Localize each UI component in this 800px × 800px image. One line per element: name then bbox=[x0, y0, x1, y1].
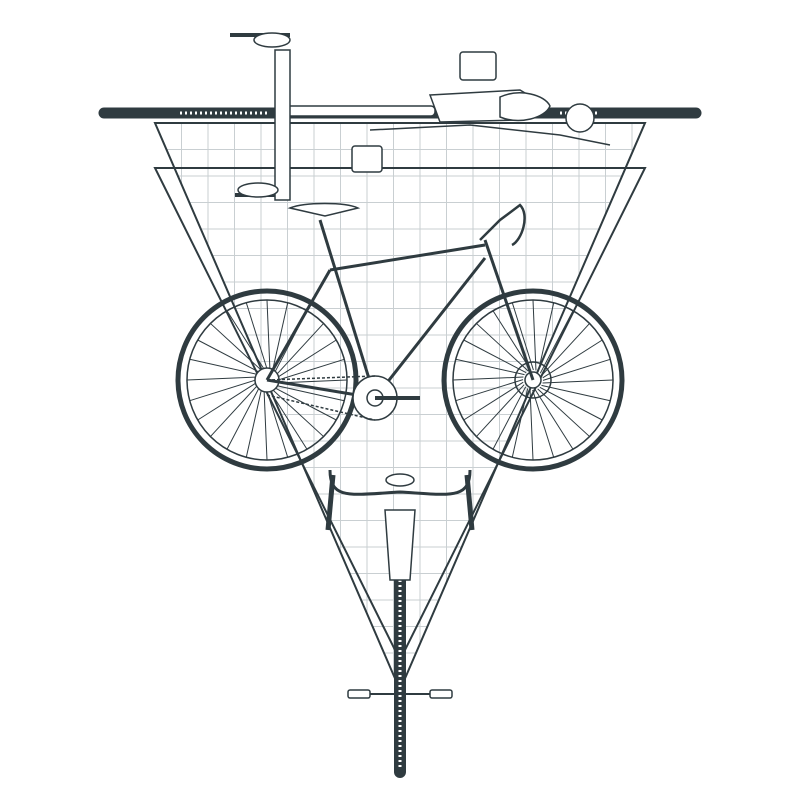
spoke bbox=[476, 384, 525, 437]
spoke bbox=[197, 339, 261, 374]
spoke bbox=[273, 386, 337, 421]
spoke bbox=[511, 302, 534, 371]
rear-wheel bbox=[175, 288, 359, 472]
spoke bbox=[539, 310, 574, 374]
outer-triangle bbox=[153, 122, 647, 693]
spoke bbox=[263, 389, 268, 461]
frame bbox=[265, 219, 535, 400]
spoke bbox=[226, 310, 266, 371]
spoke bbox=[452, 376, 524, 381]
spoke bbox=[511, 388, 529, 458]
inner-triangle bbox=[153, 167, 647, 663]
spoke bbox=[541, 384, 611, 402]
spoke bbox=[276, 339, 337, 379]
spoke bbox=[476, 323, 529, 372]
spoke bbox=[532, 299, 537, 371]
spoke bbox=[275, 384, 345, 402]
spoke bbox=[226, 386, 261, 450]
front-wheel bbox=[441, 288, 625, 472]
spoke bbox=[186, 376, 258, 381]
bike-front-view bbox=[325, 469, 475, 778]
spoke bbox=[245, 388, 263, 458]
spoke bbox=[210, 384, 259, 437]
spoke bbox=[537, 302, 555, 372]
spoke bbox=[542, 379, 614, 384]
spoke bbox=[537, 388, 590, 437]
spoke bbox=[275, 323, 324, 376]
spoke bbox=[492, 386, 527, 450]
spoke bbox=[245, 302, 268, 371]
spoke bbox=[492, 310, 532, 371]
spoke bbox=[266, 389, 289, 458]
spoke bbox=[529, 389, 534, 461]
bike-side-view bbox=[175, 202, 625, 472]
spoke bbox=[534, 389, 574, 450]
spoke bbox=[542, 339, 603, 379]
spoke bbox=[539, 386, 603, 421]
spoke bbox=[189, 358, 259, 376]
spoke bbox=[541, 323, 590, 376]
spoke bbox=[197, 381, 258, 421]
spoke bbox=[271, 302, 289, 372]
spoke bbox=[532, 389, 555, 458]
bike-top-view bbox=[98, 32, 702, 201]
spoke bbox=[189, 379, 258, 402]
spoke bbox=[463, 381, 524, 421]
spoke bbox=[268, 389, 308, 450]
spoke bbox=[542, 358, 611, 381]
spoke bbox=[455, 379, 524, 402]
spoke bbox=[276, 358, 345, 381]
spoke bbox=[463, 339, 527, 374]
spoke bbox=[271, 388, 324, 437]
spoke bbox=[455, 358, 525, 376]
spoke bbox=[266, 299, 271, 371]
spoke bbox=[210, 323, 263, 372]
